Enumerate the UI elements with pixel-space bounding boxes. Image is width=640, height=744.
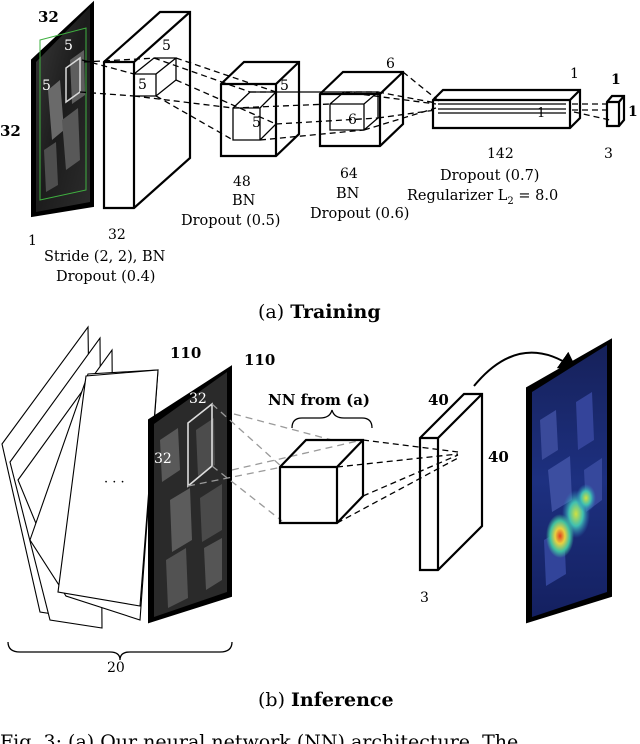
stack-ellipsis: · · · [104, 475, 125, 490]
dense-depth-label: 142 [487, 146, 514, 162]
input-width-label: 32 [0, 122, 21, 140]
output-dim-label-2: 1 [628, 104, 638, 120]
window-height-label: 32 [154, 451, 172, 467]
stack-brace [7, 641, 233, 661]
conv1-kernel-label: 5 [162, 38, 171, 54]
conv3-kernel-label-2: 6 [348, 112, 357, 128]
dense-note-dropout: Dropout (0.7) [440, 168, 539, 184]
nn-label: NN from (a) [268, 391, 370, 409]
kernel-width-label: 5 [64, 38, 73, 54]
dense-block [431, 88, 582, 130]
training-panel: 32 32 1 5 5 5 5 32 Stride (2, 2), BN Dro… [0, 0, 638, 323]
conv2-note-bn: BN [232, 193, 256, 209]
heatmap-arrow [473, 351, 578, 387]
output-width-label: 40 [488, 448, 509, 466]
conv3-depth-label: 64 [340, 166, 358, 182]
conv2-block [219, 60, 301, 158]
input-height-label: 32 [38, 8, 59, 26]
dense-dim-label-2: 1 [537, 106, 545, 121]
heatmap-image [526, 338, 612, 624]
dense-output-connector [572, 103, 611, 121]
output-height-label: 40 [428, 391, 449, 409]
output-depth-label-b: 3 [420, 590, 429, 606]
conv3-note-bn: BN [336, 186, 360, 202]
conv3-kernel-label: 6 [386, 56, 395, 72]
caption-training-bold: Training [290, 301, 380, 323]
conv2-note-dropout: Dropout (0.5) [181, 213, 280, 229]
input-conv1-connector [79, 57, 157, 97]
conv1-note-stride: Stride (2, 2), BN [44, 249, 166, 265]
nn-brace [291, 409, 373, 429]
conv3-note-dropout: Dropout (0.6) [310, 206, 409, 222]
output-depth-label: 3 [604, 146, 613, 162]
figure-caption: Fig. 3: (a) Our neural network (NN) arch… [0, 731, 518, 744]
image-height-label: 110 [170, 344, 201, 362]
image-width-label: 110 [244, 351, 275, 369]
caption-inference-prefix: (b) [258, 689, 291, 711]
caption-inference-bold: Inference [291, 689, 394, 711]
nn-cube [278, 438, 365, 525]
output-slab [418, 392, 484, 572]
window-width-label: 32 [189, 391, 207, 407]
inference-panel: · · · 20 110 110 32 32 NN from (a) [1, 325, 612, 711]
caption-training: (a) Training [258, 301, 381, 323]
input-depth-label: 1 [28, 233, 37, 249]
input-depth-image [31, 0, 94, 218]
regularizer-text: Regularizer L [407, 188, 508, 204]
conv1-block [102, 10, 192, 210]
caption-inference: (b) Inference [258, 689, 394, 711]
conv3-dense-connector [343, 71, 441, 131]
output-dim-label: 1 [611, 72, 621, 88]
conv2-depth-label: 48 [233, 174, 251, 190]
inference-depth-image [148, 365, 232, 624]
conv2-conv3-connector [232, 91, 379, 141]
image-stack [1, 325, 159, 629]
output-block [605, 94, 626, 128]
conv1-depth-label: 32 [108, 227, 126, 243]
caption-training-prefix: (a) [258, 301, 290, 323]
dense-note-regularizer: Regularizer L2 = 8.0 [407, 188, 558, 207]
dense-dim-label: 1 [570, 66, 579, 82]
regularizer-value: = 8.0 [514, 188, 558, 204]
conv1-conv2-connector [133, 57, 277, 141]
conv3-block [318, 70, 405, 148]
kernel-height-label: 5 [42, 78, 51, 94]
nn-output-connector [336, 439, 459, 524]
stack-count-label: 20 [107, 660, 125, 676]
conv1-kernel-label-2: 5 [138, 77, 147, 93]
conv2-kernel-label-2: 5 [252, 115, 261, 131]
conv2-kernel-label: 5 [280, 78, 289, 94]
conv1-note-dropout: Dropout (0.4) [56, 269, 155, 285]
regularizer-subscript: 2 [507, 196, 513, 207]
